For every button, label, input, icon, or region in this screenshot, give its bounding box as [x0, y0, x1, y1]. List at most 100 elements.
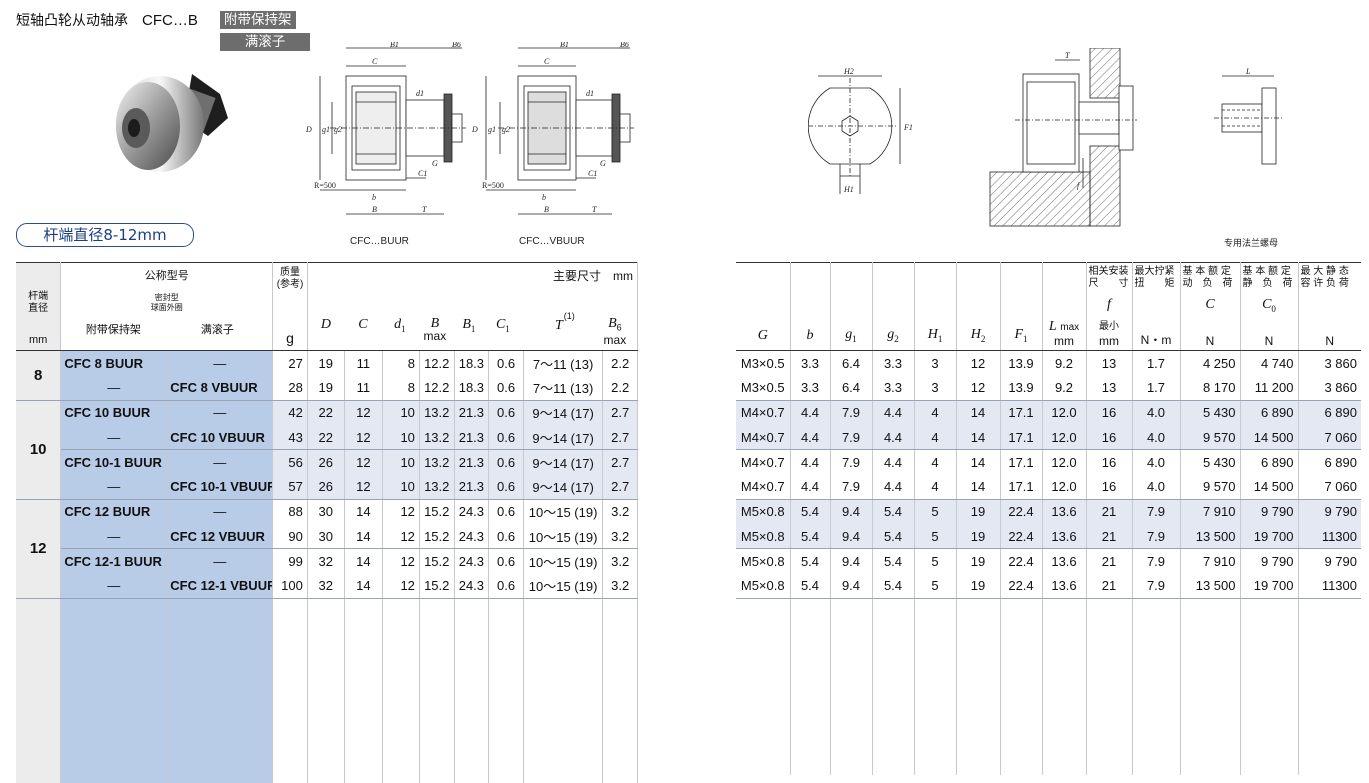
- drawing-buur: B1 B6 C D g1 g2 d1 G C1 R=500 b B T: [305, 42, 466, 215]
- label-f: f: [1077, 181, 1081, 190]
- cell-f: 21: [1086, 573, 1133, 599]
- cell-b: 4.4: [790, 474, 831, 500]
- label-g1-v: g1: [488, 125, 496, 134]
- cell-g: M4×0.7: [736, 400, 791, 425]
- cell-b6: 2.7: [602, 424, 638, 451]
- cell-t: 7～11 (13): [523, 375, 604, 401]
- label-g1: g1: [322, 125, 330, 134]
- cell-b6: 3.2: [602, 573, 638, 599]
- cell-allow: 9 790: [1298, 499, 1361, 525]
- cell-c0: 6 890: [1240, 449, 1299, 475]
- cell-b: 15.2: [419, 499, 455, 525]
- cell-allow: 11300: [1298, 573, 1361, 599]
- cell-h1: 5: [914, 573, 957, 599]
- cell-b1: 21.3: [454, 424, 490, 451]
- cell-t: 9～14 (17): [523, 449, 604, 475]
- cell-g1: 9.4: [830, 548, 873, 574]
- cell-b: 5.4: [790, 524, 831, 550]
- cell-t: 9～14 (17): [523, 400, 604, 425]
- cell-g: M4×0.7: [736, 424, 791, 451]
- cell-c0: 11 200: [1240, 375, 1299, 401]
- cell-f1: 13.9: [1000, 350, 1043, 376]
- product-code: CFC…B: [142, 11, 198, 29]
- cell-b: 3.3: [790, 350, 831, 376]
- cell-b: 15.2: [419, 573, 455, 599]
- cell-b6: 3.2: [602, 524, 638, 550]
- label-R: R=500: [314, 181, 336, 190]
- cell-d1: 10: [382, 400, 420, 425]
- cell-d1: 10: [382, 449, 420, 475]
- cell-g2: 3.3: [872, 375, 915, 401]
- cell-g: M5×0.8: [736, 573, 791, 599]
- cell-c: 12: [344, 449, 384, 475]
- range-pill: 杆端直径8-12mm: [16, 223, 194, 247]
- cell-g1: 9.4: [830, 499, 873, 525]
- cell-mass: 100: [272, 573, 308, 599]
- model-full-cell: CFC 12 VBUUR: [166, 524, 274, 550]
- cell-b1: 24.3: [454, 499, 490, 525]
- cell-f1: 17.1: [1000, 449, 1043, 475]
- cell-b: 13.2: [419, 424, 455, 451]
- cell-torque: 1.7: [1132, 375, 1181, 401]
- cell-f: 21: [1086, 524, 1133, 550]
- cell-mass: 43: [272, 424, 308, 451]
- cell-g1: 9.4: [830, 524, 873, 550]
- cell-mass: 88: [272, 499, 308, 525]
- cell-b: 12.2: [419, 350, 455, 376]
- cell-c: 8 170: [1180, 375, 1241, 401]
- cell-b: 3.3: [790, 375, 831, 401]
- model-cage-cell: CFC 8 BUUR: [60, 350, 168, 376]
- cell-f: 16: [1086, 449, 1133, 475]
- cell-f1: 17.1: [1000, 400, 1043, 425]
- cell-c: 11: [344, 350, 384, 376]
- hdr-torque: 最大拧紧 扭 矩 N・m: [1132, 262, 1181, 351]
- cell-c0: 6 890: [1240, 400, 1299, 425]
- cell-g: M3×0.5: [736, 350, 791, 376]
- cell-g1: 9.4: [830, 573, 873, 599]
- label-B: B: [372, 205, 377, 214]
- cell-d: 32: [307, 573, 345, 599]
- cell-g: M4×0.7: [736, 474, 791, 500]
- product-title: 短轴凸轮从动轴承: [16, 13, 128, 29]
- cell-f: 13: [1086, 350, 1133, 376]
- model-full-cell: —: [166, 449, 274, 475]
- cell-b1: 24.3: [454, 524, 490, 550]
- cell-mass: 28: [272, 375, 308, 401]
- cell-f1: 22.4: [1000, 573, 1043, 599]
- model-cage-cell: CFC 10 BUUR: [60, 400, 168, 425]
- cell-f1: 22.4: [1000, 548, 1043, 574]
- cell-h1: 3: [914, 350, 957, 376]
- hdr-install: 相关安装 尺 寸 f 最小 mm: [1086, 262, 1133, 351]
- cell-c1: 0.6: [488, 400, 524, 425]
- cell-g1: 7.9: [830, 400, 873, 425]
- table-filler: [736, 598, 1361, 775]
- label-L: L: [1245, 67, 1251, 76]
- cell-g: M5×0.8: [736, 548, 791, 574]
- cell-b1: 21.3: [454, 449, 490, 475]
- model-full-cell: —: [166, 350, 274, 376]
- model-full-cell: CFC 10-1 VBUUR: [166, 474, 274, 500]
- cell-g2: 4.4: [872, 400, 915, 425]
- cell-mass: 27: [272, 350, 308, 376]
- cell-h1: 5: [914, 499, 957, 525]
- hdr-g1: g1: [830, 262, 873, 351]
- cell-torque: 4.0: [1132, 400, 1181, 425]
- cell-g2: 5.4: [872, 499, 915, 525]
- model-full-cell: —: [166, 548, 274, 574]
- cell-g: M5×0.8: [736, 499, 791, 525]
- cell-torque: 7.9: [1132, 573, 1181, 599]
- cell-h1: 3: [914, 375, 957, 401]
- cell-torque: 4.0: [1132, 424, 1181, 451]
- cell-b: 13.2: [419, 400, 455, 425]
- cell-allow: 6 890: [1298, 400, 1361, 425]
- model-full-cell: CFC 10 VBUUR: [166, 424, 274, 451]
